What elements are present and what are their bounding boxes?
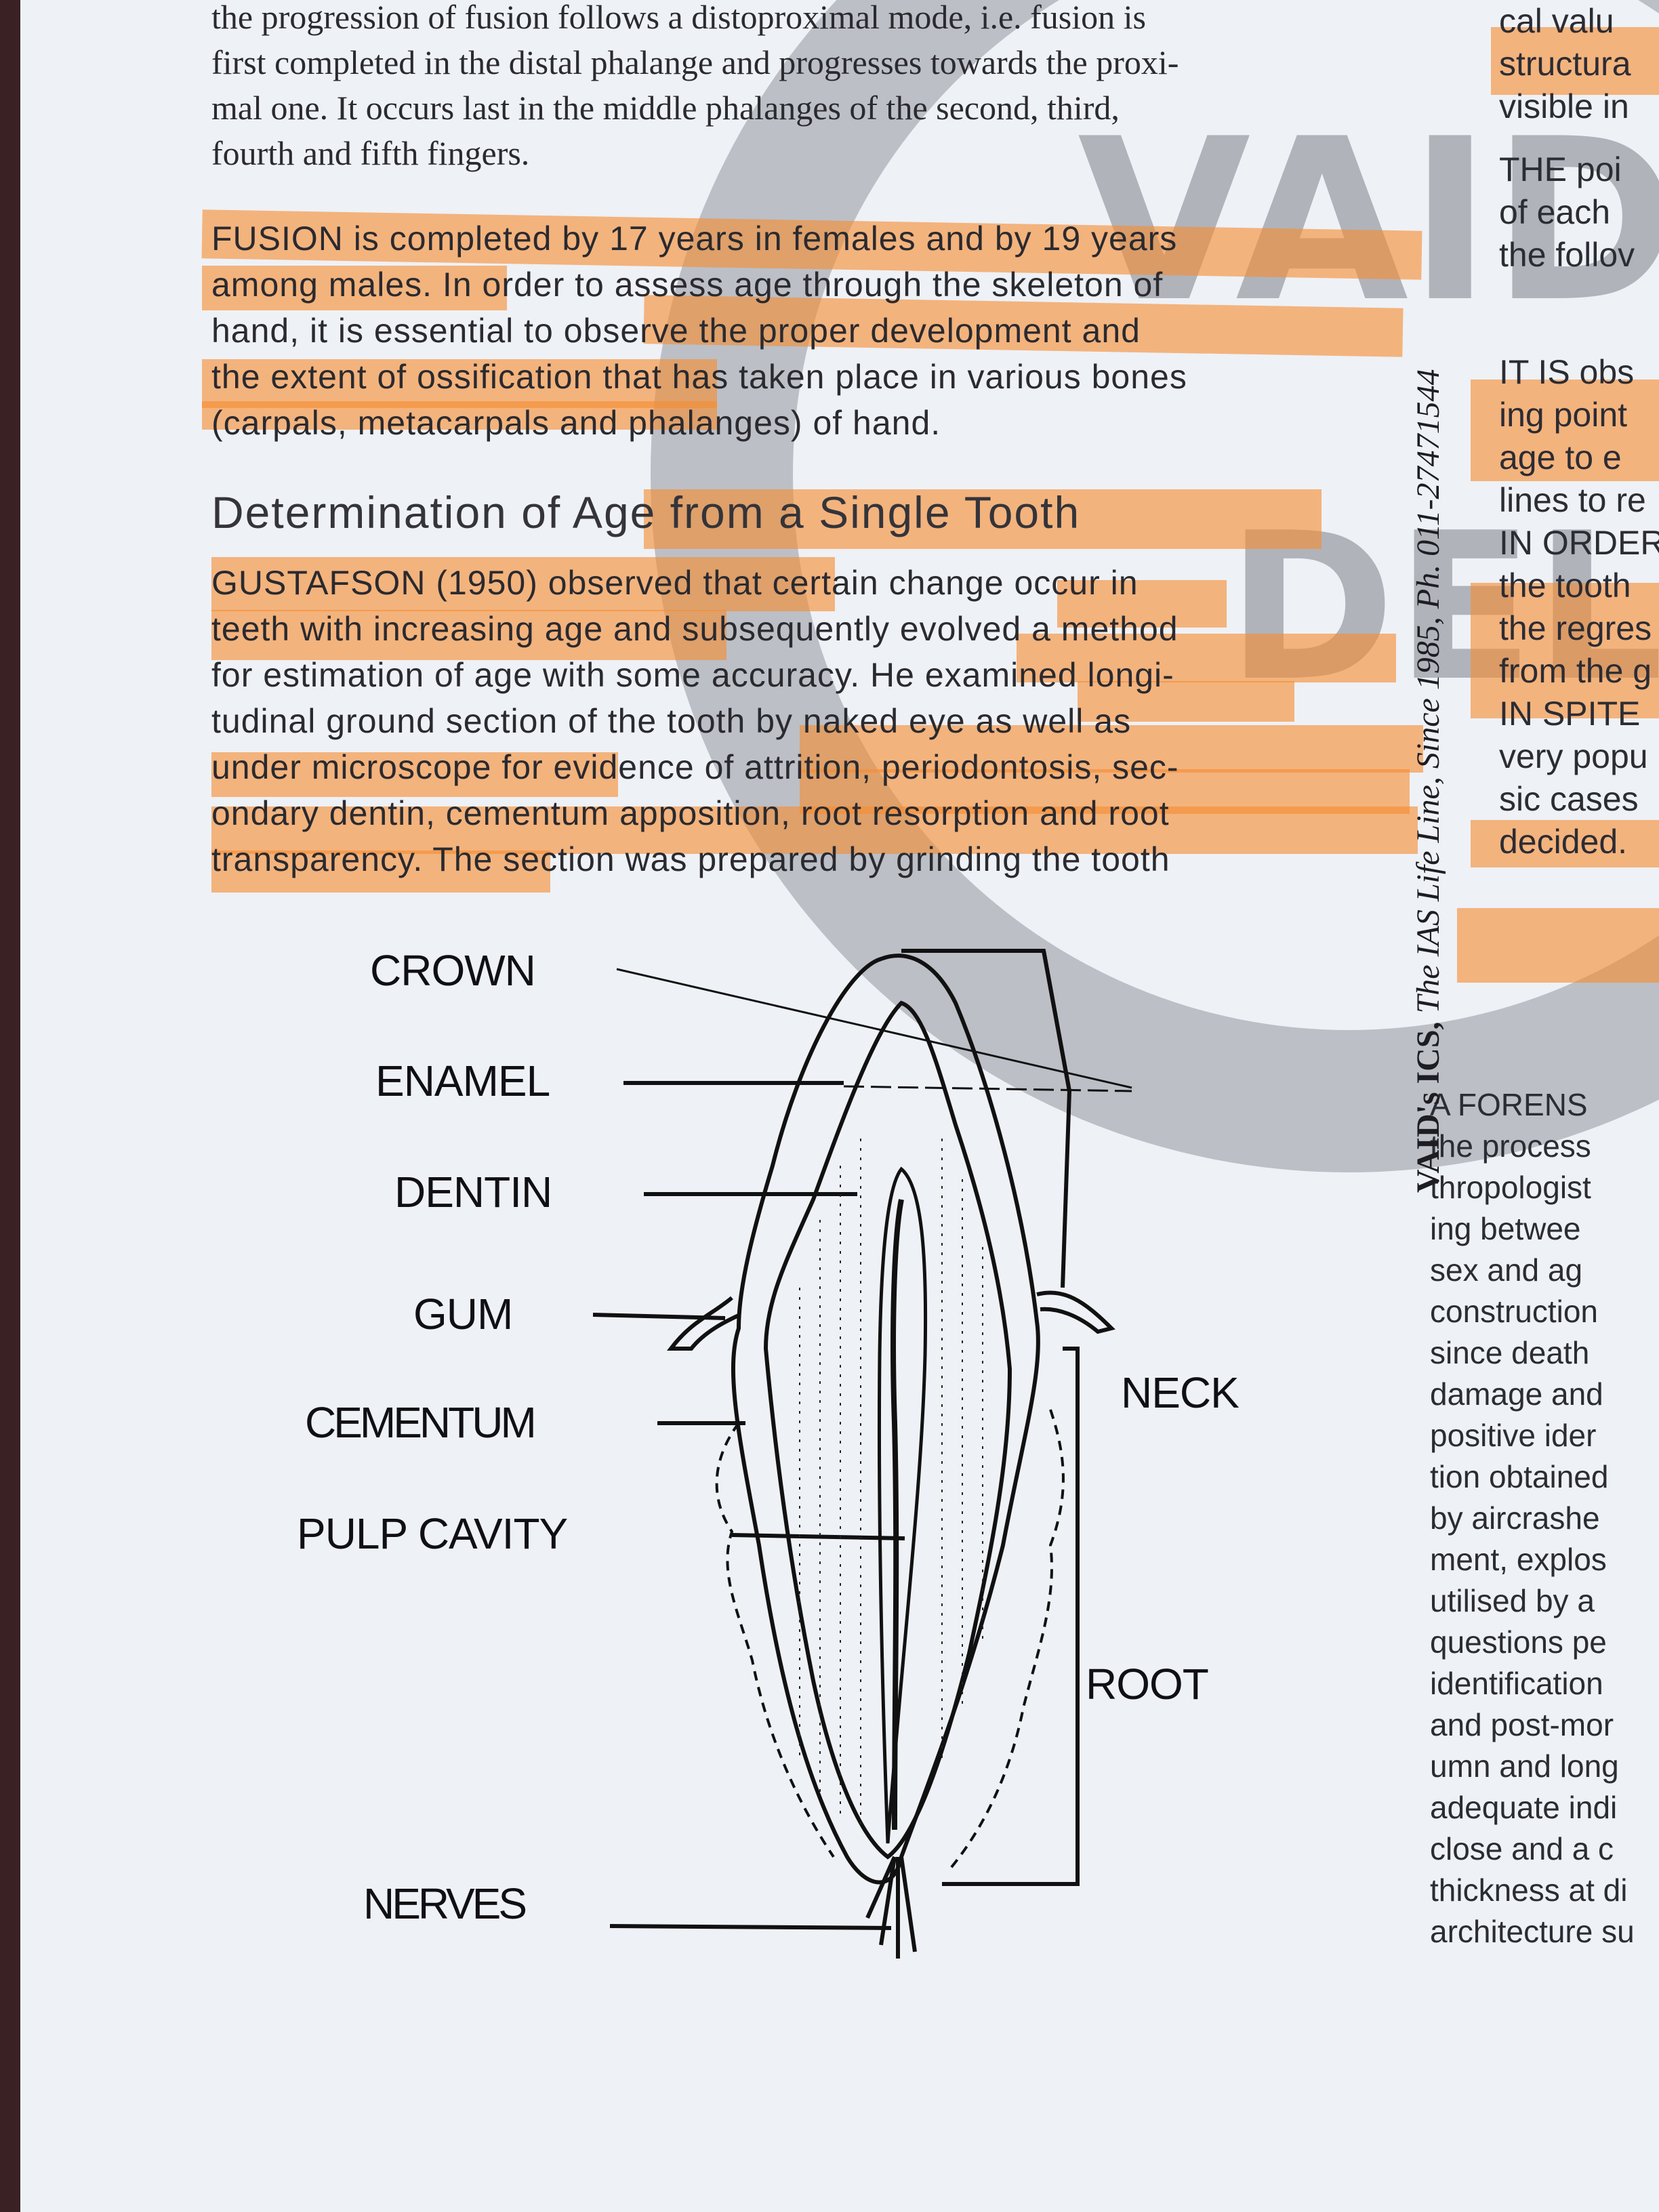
book-page: VAID'S IC DELHI the progression of fusio… bbox=[20, 0, 1659, 2212]
text-line: sic cases bbox=[1499, 780, 1639, 818]
text-line: the extent of ossification that has take… bbox=[211, 358, 1187, 396]
label-cementum: CEMENTUM bbox=[305, 1398, 537, 1447]
text-line: IN ORDER bbox=[1499, 524, 1659, 562]
text-line: close and a c bbox=[1430, 1831, 1614, 1866]
right-column-bottom: A FORENS the process thropologist ing be… bbox=[1430, 1084, 1635, 1952]
text-line: architecture su bbox=[1430, 1914, 1635, 1949]
label-pulp-cavity: PULP CAVITY bbox=[297, 1509, 568, 1558]
text-line: (carpals, metacarpals and phalanges) of … bbox=[211, 404, 941, 442]
text-line: mal one. It occurs last in the middle ph… bbox=[211, 89, 1120, 127]
label-nerves: NERVES bbox=[363, 1879, 527, 1928]
right-column-top: cal valu structura visible in THE poi of… bbox=[1499, 0, 1659, 863]
text-line: IT IS obs bbox=[1499, 353, 1635, 391]
text-line: and post-mor bbox=[1430, 1707, 1614, 1742]
text-line: the regres bbox=[1499, 609, 1652, 647]
text-line: first completed in the distal phalange a… bbox=[211, 43, 1179, 81]
text-line: age to e bbox=[1499, 438, 1622, 476]
text-line: from the g bbox=[1499, 652, 1652, 690]
text-line: thropologist bbox=[1430, 1170, 1591, 1205]
text-line: questions pe bbox=[1430, 1624, 1607, 1660]
text-line: IN SPITE bbox=[1499, 695, 1641, 733]
text-line: structura bbox=[1499, 45, 1631, 83]
text-line: A FORENS bbox=[1430, 1087, 1588, 1122]
text-line: ing point bbox=[1499, 396, 1628, 434]
text-line: adequate indi bbox=[1430, 1790, 1618, 1825]
paragraph-gustafson: GUSTAFSON (1950) observed that certain c… bbox=[211, 560, 1414, 882]
text-line: fourth and fifth fingers. bbox=[211, 134, 530, 172]
text-line: by aircrashe bbox=[1430, 1500, 1600, 1536]
text-line: umn and long bbox=[1430, 1748, 1619, 1784]
text-line: teeth with increasing age and subsequent… bbox=[211, 610, 1179, 648]
label-gum: GUM bbox=[413, 1290, 513, 1338]
text-line: identification bbox=[1430, 1666, 1603, 1701]
text-line: hand, it is essential to observe the pro… bbox=[211, 312, 1141, 350]
text-line: very popu bbox=[1499, 737, 1648, 775]
text-line: ondary dentin, cementum apposition, root… bbox=[211, 794, 1170, 832]
text-line: utilised by a bbox=[1430, 1583, 1595, 1618]
text-line: decided. bbox=[1499, 823, 1628, 861]
text-line: of each bbox=[1499, 193, 1611, 231]
text-line: for estimation of age with some accuracy… bbox=[211, 656, 1174, 694]
text-line: ment, explos bbox=[1430, 1542, 1607, 1577]
text-line: sex and ag bbox=[1430, 1252, 1583, 1288]
text-line: THE poi bbox=[1499, 150, 1622, 188]
text-line: the progression of fusion follows a dist… bbox=[211, 0, 1147, 36]
label-root: ROOT bbox=[1086, 1660, 1209, 1708]
text-line: the follov bbox=[1499, 236, 1635, 274]
text-line: transparency. The section was prepared b… bbox=[211, 840, 1170, 878]
paragraph-phalange-fusion: the progression of fusion follows a dist… bbox=[211, 0, 1414, 176]
text-line: the process bbox=[1430, 1128, 1591, 1164]
text-line: positive ider bbox=[1430, 1418, 1597, 1453]
text-line: the tooth bbox=[1499, 567, 1631, 605]
label-dentin: DENTIN bbox=[394, 1168, 552, 1216]
label-neck: NECK bbox=[1121, 1368, 1240, 1417]
text-line: tudinal ground section of the tooth by n… bbox=[211, 702, 1132, 740]
text-line: tion obtained bbox=[1430, 1459, 1609, 1494]
label-enamel: ENAMEL bbox=[375, 1057, 550, 1105]
section-heading: Determination of Age from a Single Tooth bbox=[211, 487, 1081, 537]
text-line: among males. In order to assess age thro… bbox=[211, 266, 1164, 304]
text-line: FUSION is completed by 17 years in femal… bbox=[211, 220, 1178, 258]
text-line: construction bbox=[1430, 1294, 1599, 1329]
tooth-diagram bbox=[592, 949, 1132, 1959]
text-line: GUSTAFSON (1950) observed that certain c… bbox=[211, 564, 1139, 602]
text-line: damage and bbox=[1430, 1376, 1603, 1412]
label-crown: CROWN bbox=[370, 946, 536, 995]
text-line: ing betwee bbox=[1430, 1211, 1581, 1246]
text-line: since death bbox=[1430, 1335, 1590, 1370]
text-line: visible in bbox=[1499, 87, 1629, 125]
text-line: cal valu bbox=[1499, 2, 1614, 40]
paragraph-fusion: FUSION is completed by 17 years in femal… bbox=[211, 216, 1414, 446]
text-line: under microscope for evidence of attriti… bbox=[211, 748, 1179, 786]
text-line: thickness at di bbox=[1430, 1872, 1628, 1908]
text-line: lines to re bbox=[1499, 481, 1646, 519]
